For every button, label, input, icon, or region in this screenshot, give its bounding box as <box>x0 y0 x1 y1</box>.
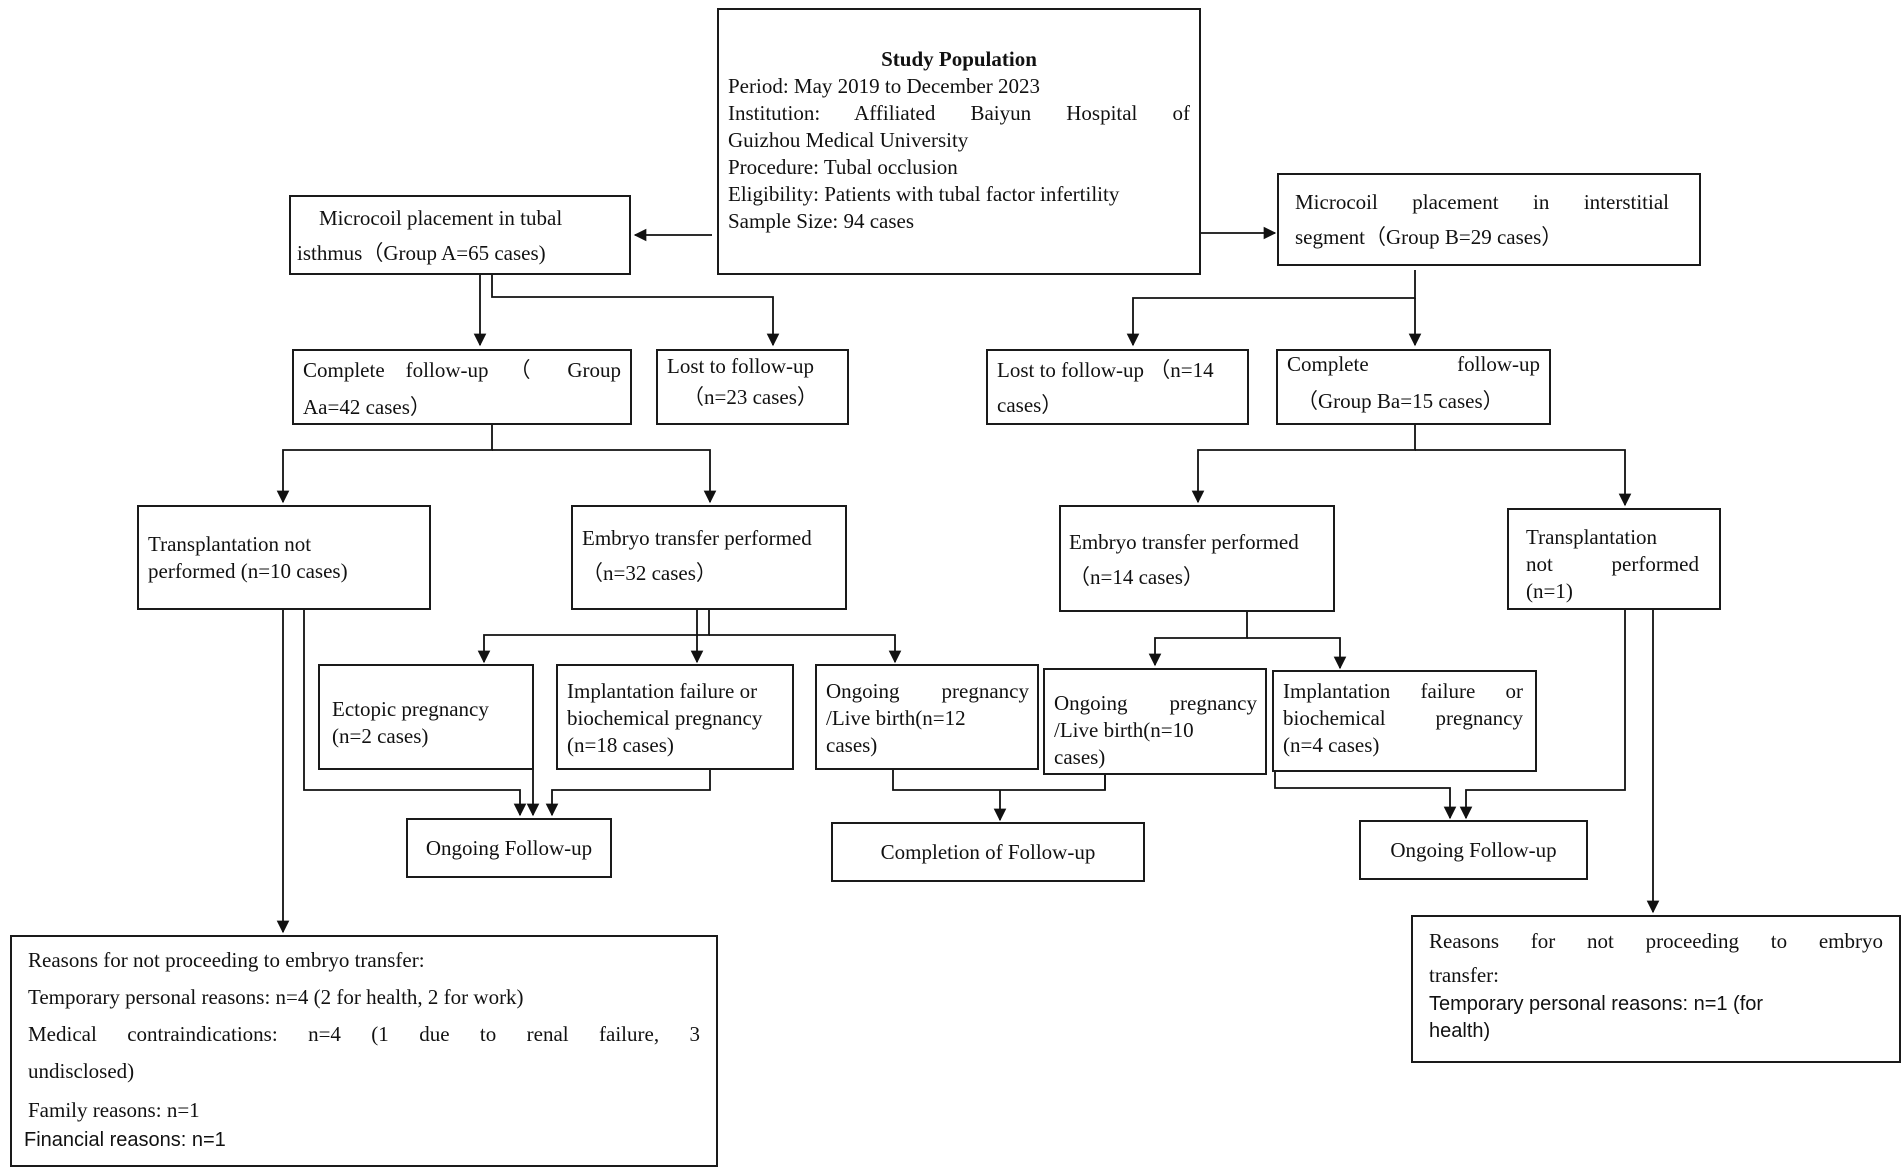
group-b-not-performed-line3: (n=1) <box>1526 579 1573 603</box>
group-b-ongoing-followup-label: Ongoing Follow-up <box>1390 837 1557 862</box>
group-b-reasons-heading-line1: Reasons for not proceeding to embryo <box>1429 929 1883 953</box>
group-a-lost-line1: Lost to follow-up <box>667 354 814 378</box>
study-period: Period: May 2019 to December 2023 <box>728 74 1041 98</box>
group-a-failure-box: Implantation failure or biochemical preg… <box>556 664 794 770</box>
group-b-placement-line2: segment（Group B=29 cases） <box>1295 225 1563 249</box>
group-a-placement-line2: isthmus（Group A=65 cases) <box>297 241 546 265</box>
group-a-failure-line2: biochemical pregnancy <box>567 706 763 730</box>
group-ba-complete-line2: （Group Ba=15 cases） <box>1297 389 1504 413</box>
study-institution-line2: Guizhou Medical University <box>728 128 969 152</box>
group-a-ongoing-line2: /Live birth(n=12 <box>826 706 966 730</box>
group-a-reasons-heading: Reasons for not proceeding to embryo tra… <box>28 948 425 972</box>
study-institution-line1: Institution: Affiliated Baiyun Hospital … <box>728 101 1190 125</box>
group-ba-complete-line1: Complete follow-up <box>1287 352 1540 376</box>
study-sample-size: Sample Size: 94 cases <box>728 209 915 233</box>
group-a-transfer-box: Embryo transfer performed （n=32 cases） <box>571 505 847 610</box>
group-a-transfer-line2: （n=32 cases） <box>582 561 717 585</box>
group-b-reasons-heading-line2: transfer: <box>1429 963 1499 987</box>
study-population-box: Study Population Period: May 2019 to Dec… <box>717 8 1201 275</box>
group-b-failure-line2: biochemical pregnancy <box>1283 706 1523 730</box>
group-a-not-performed-box: Transplantation not performed (n=10 case… <box>137 505 431 610</box>
group-b-placement-line1: Microcoil placement in interstitial <box>1295 190 1669 214</box>
group-a-ongoing-box: Ongoing pregnancy /Live birth(n=12 cases… <box>815 664 1039 770</box>
group-b-failure-line1: Implantation failure or <box>1283 679 1523 703</box>
group-a-ongoing-line3: cases) <box>826 733 878 757</box>
completion-followup-box: Completion of Follow-up <box>831 822 1145 882</box>
arrow-a-to-ongoing <box>709 634 902 664</box>
group-a-not-performed-line2: performed (n=10 cases) <box>148 559 348 583</box>
group-a-ectopic-box: Ectopic pregnancy (n=2 cases) <box>318 664 534 770</box>
group-b-ongoing-line3: cases) <box>1054 745 1106 769</box>
arrow-ba-to-notperf <box>1415 449 1632 507</box>
group-a-not-performed-line1: Transplantation not <box>148 532 312 556</box>
group-b-reasons-temporary-line1: Temporary personal reasons: n=1 (for <box>1429 993 1764 1015</box>
group-b-ongoing-followup-box: Ongoing Follow-up <box>1359 820 1588 880</box>
group-b-ongoing-box: Ongoing pregnancy /Live birth(n=10 cases… <box>1043 668 1267 775</box>
arrow-b-to-failure <box>1247 637 1347 670</box>
group-b-placement-box: Microcoil placement in interstitial segm… <box>1277 173 1701 266</box>
arrow-b-to-lost <box>1126 270 1416 347</box>
group-a-placement-box: Microcoil placement in tubal isthmus（Gro… <box>289 195 631 275</box>
group-b-lost-box: Lost to follow-up （n=14 cases） <box>986 349 1249 425</box>
group-a-failure-line1: Implantation failure or <box>567 679 758 703</box>
arrow-aa-split <box>276 425 493 504</box>
group-aa-complete-line2: Aa=42 cases） <box>303 395 431 419</box>
group-a-ongoing-line1: Ongoing pregnancy <box>826 679 1029 703</box>
group-a-placement-line1: Microcoil placement in tubal <box>319 206 563 230</box>
group-a-reasons-temporary: Temporary personal reasons: n=4 (2 for h… <box>28 985 524 1009</box>
arrow-a-to-ectopic <box>477 610 710 664</box>
group-b-lost-line2: cases） <box>997 393 1063 417</box>
group-a-lost-box: Lost to follow-up （n=23 cases） <box>656 349 849 425</box>
completion-followup-label: Completion of Follow-up <box>880 839 1096 864</box>
group-b-reasons-box: Reasons for not proceeding to embryo tra… <box>1411 915 1901 1063</box>
group-a-reasons-medical-line1: Medical contraindications: n=4 (1 due to… <box>28 1022 700 1046</box>
group-b-transfer-line2: （n=14 cases） <box>1069 565 1204 589</box>
study-eligibility: Eligibility: Patients with tubal factor … <box>728 182 1120 206</box>
arrow-aa-to-transfer <box>492 449 717 504</box>
group-a-reasons-box: Reasons for not proceeding to embryo tra… <box>10 935 718 1167</box>
arrow-ba-split <box>1191 425 1416 504</box>
group-b-transfer-box: Embryo transfer performed （n=14 cases） <box>1059 505 1335 612</box>
study-procedure: Procedure: Tubal occlusion <box>728 155 958 179</box>
group-a-reasons-family: Family reasons: n=1 <box>28 1098 200 1122</box>
group-b-failure-box: Implantation failure or biochemical preg… <box>1272 670 1537 772</box>
group-a-ectopic-line2: (n=2 cases) <box>332 724 429 748</box>
group-b-not-performed-box: Transplantation not performed (n=1) <box>1507 508 1721 610</box>
group-b-not-performed-line2: not performed <box>1526 552 1699 576</box>
arrow-notperf-a-to-followup <box>303 610 527 817</box>
study-population-title: Study Population <box>881 47 1037 71</box>
arrow-failure-b-to-followup <box>1274 772 1457 820</box>
group-ba-complete-box: Complete follow-up （Group Ba=15 cases） <box>1276 349 1551 425</box>
group-b-failure-line3: (n=4 cases) <box>1283 733 1380 757</box>
arrow-b-to-ongoing <box>1148 612 1248 667</box>
group-a-failure-line3: (n=18 cases) <box>567 733 674 757</box>
group-a-reasons-medical-line2: undisclosed) <box>28 1059 135 1083</box>
group-b-transfer-line1: Embryo transfer performed <box>1069 530 1299 554</box>
arrow-failure-a-to-followup <box>545 770 711 817</box>
group-b-lost-line1: Lost to follow-up （n=14 <box>997 358 1214 382</box>
group-b-ongoing-line2: /Live birth(n=10 <box>1054 718 1194 742</box>
group-a-transfer-line1: Embryo transfer performed <box>582 526 812 550</box>
group-aa-complete-box: Complete follow-up （ Group Aa=42 cases） <box>292 349 632 425</box>
group-a-ongoing-followup-label: Ongoing Follow-up <box>425 835 593 860</box>
arrow-notperf-b-to-followup <box>1459 610 1626 820</box>
group-b-ongoing-line1: Ongoing pregnancy <box>1054 691 1257 715</box>
group-a-ongoing-followup-box: Ongoing Follow-up <box>406 818 612 878</box>
group-aa-complete-line1: Complete follow-up （ Group <box>303 358 621 382</box>
arrow-a-to-lost <box>491 275 780 347</box>
group-a-lost-line2: （n=23 cases） <box>683 385 818 409</box>
group-a-ectopic-line1: Ectopic pregnancy <box>332 697 489 721</box>
group-a-reasons-financial: Financial reasons: n=1 <box>24 1129 226 1151</box>
group-b-not-performed-line1: Transplantation <box>1526 525 1658 549</box>
group-b-reasons-temporary-line2: health) <box>1429 1020 1491 1042</box>
